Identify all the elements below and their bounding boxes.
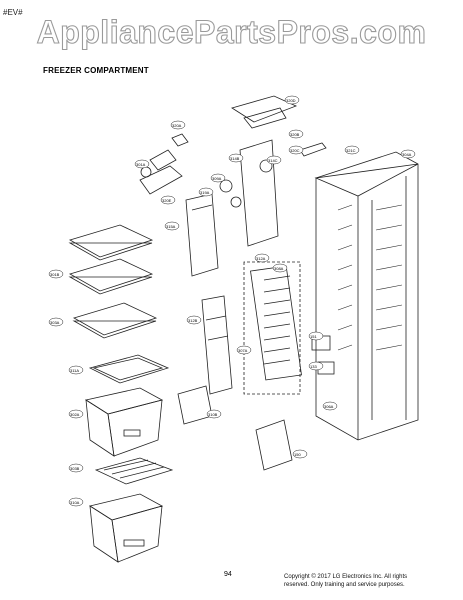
callout-25: 306A xyxy=(324,404,334,409)
watermark: AppliancePartsPros.com xyxy=(36,13,427,50)
callout-27: 308A xyxy=(274,266,284,271)
callout-13: 301B xyxy=(50,272,60,277)
callout-7: 314C xyxy=(268,158,278,163)
callout-1: 320A xyxy=(172,123,182,128)
callout-23: 151 xyxy=(310,334,317,339)
callout-8: 319A xyxy=(200,190,210,195)
callout-19: 303B xyxy=(70,466,80,471)
callout-labels: 320A 320D 320B 320C 301A 314B 314C 319A … xyxy=(48,95,416,507)
glass-shelf-1 xyxy=(68,224,154,261)
copyright-line-1: Copyright © 2017 LG Electronics Inc. All… xyxy=(284,574,408,580)
callout-5: 301A xyxy=(136,162,146,167)
callout-2: 320D xyxy=(286,98,296,103)
drain-panel xyxy=(201,295,233,395)
top-duct xyxy=(231,95,298,129)
callout-28: 309A xyxy=(212,176,222,181)
section-title: FREEZER COMPARTMENT xyxy=(43,66,149,75)
fan-assembly xyxy=(219,139,279,247)
callout-12: 304A xyxy=(402,152,412,157)
glass-shelf-3 xyxy=(72,302,158,339)
callout-6: 314B xyxy=(230,156,240,161)
glass-shelf-2 xyxy=(68,258,154,295)
callout-4: 320C xyxy=(290,148,300,153)
small-cover xyxy=(177,385,213,425)
shelf-frame xyxy=(88,354,170,384)
callout-16: 312B xyxy=(188,318,198,323)
copyright-line-2: reserved. Only training and service purp… xyxy=(284,582,405,588)
rear-duct-panel xyxy=(185,193,219,277)
callout-10: 315A xyxy=(166,224,176,229)
callout-24: 133 xyxy=(310,364,317,369)
callout-22: 150 xyxy=(294,452,301,457)
freezer-bin-upper xyxy=(84,387,164,457)
callout-9: 320E xyxy=(162,198,172,203)
page-id: #EV# xyxy=(3,8,23,17)
freezer-bin-lower xyxy=(88,493,164,563)
evaporator-coil xyxy=(243,261,302,395)
copyright-notice: Copyright © 2017 LG Electronics Inc. All… xyxy=(284,573,459,589)
callout-15: 312A xyxy=(256,256,266,261)
callout-20: 310A xyxy=(70,500,80,505)
callout-3: 320B xyxy=(290,132,300,137)
page-number: 94 xyxy=(224,571,232,578)
wire-tray xyxy=(94,457,174,485)
callout-14: 303A xyxy=(50,320,60,325)
freezer-cabinet xyxy=(311,151,419,441)
callout-21: 310B xyxy=(208,412,218,417)
ice-bucket xyxy=(255,419,293,471)
callout-26: 307A xyxy=(238,348,248,353)
callout-18: 302A xyxy=(70,412,80,417)
callout-11: 321C xyxy=(346,148,356,153)
heater-bar xyxy=(299,142,327,157)
callout-17: 311A xyxy=(70,368,79,373)
